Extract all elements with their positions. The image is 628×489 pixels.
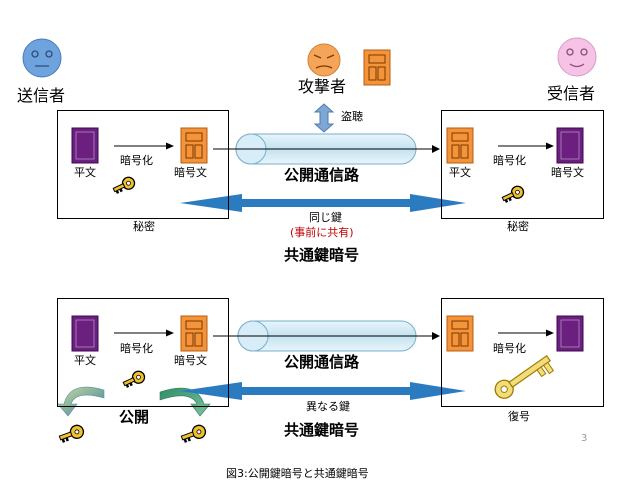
top-ciphertext-left-doc-icon <box>180 127 208 164</box>
bottom-encrypt-left-label: 暗号化 <box>120 342 153 355</box>
public-key-in-box-icon <box>122 370 146 388</box>
top-ciphertext-right-doc-icon <box>446 127 474 164</box>
top-plaintext-right-label: 平文 <box>449 166 471 179</box>
top-ciphertext-right-label: 暗号文 <box>551 166 584 179</box>
bottom-plaintext-right-doc-icon <box>556 315 584 352</box>
intercepted-document-icon <box>363 49 391 86</box>
top-encrypt-left-label: 暗号化 <box>120 154 153 167</box>
eavesdrop-label: 盗聴 <box>341 110 363 123</box>
page-number: 3 <box>581 433 588 444</box>
eavesdrop-arrow-icon <box>313 103 335 133</box>
top-plaintext-right-doc-icon <box>556 127 584 164</box>
secret-left-label: 秘密 <box>133 220 155 233</box>
different-key-double-arrow <box>180 382 466 400</box>
decrypt-label: 復号 <box>508 410 530 423</box>
receiver-box-top <box>441 110 604 219</box>
attacker-label: 攻撃者 <box>298 77 347 96</box>
different-key-label: 異なる鍵 <box>306 400 350 413</box>
sender-face-icon <box>22 38 62 78</box>
bottom-plaintext-left-doc-icon <box>71 315 99 352</box>
bottom-ciphertext-left-label: 暗号文 <box>174 354 207 367</box>
same-key-label: 同じ鍵 <box>309 211 342 224</box>
public-label: 公開 <box>119 408 150 426</box>
sender-box-top <box>57 110 229 219</box>
attacker-face-icon <box>307 43 341 77</box>
distribute-curve-left-icon <box>57 386 105 417</box>
pre-shared-label: (事前に共有) <box>290 226 354 239</box>
receiver-face-icon <box>557 37 597 77</box>
same-key-double-arrow <box>180 194 466 212</box>
receiver-box-bottom <box>441 298 604 407</box>
top-plaintext-left-doc-icon <box>71 127 99 164</box>
top-channel-label: 公開通信路 <box>284 166 360 184</box>
top-plaintext-left-label: 平文 <box>74 166 96 179</box>
distribute-curve-right-icon <box>159 387 211 417</box>
public-key-distributed-right-icon <box>180 424 207 443</box>
figure-caption: 図3:公開鍵暗号と共通鍵暗号 <box>226 467 369 480</box>
sender-box-bottom <box>57 298 229 407</box>
secret-key-right-icon <box>501 185 525 203</box>
top-encrypt-right-label: 暗号化 <box>493 154 526 167</box>
secret-key-left-icon <box>112 176 136 194</box>
sender-label: 送信者 <box>17 86 66 105</box>
bottom-ciphertext-right-doc-icon <box>446 315 474 352</box>
bottom-scheme-label: 共通鍵暗号 <box>284 421 360 439</box>
top-ciphertext-left-label: 暗号文 <box>174 166 207 179</box>
bottom-channel-label: 公開通信路 <box>284 353 360 371</box>
bottom-plaintext-left-label: 平文 <box>74 354 96 367</box>
bottom-ciphertext-left-doc-icon <box>180 315 208 352</box>
top-scheme-label: 共通鍵暗号 <box>284 246 360 264</box>
bottom-encrypt-right-label: 暗号化 <box>493 342 526 355</box>
secret-right-label: 秘密 <box>507 220 529 233</box>
public-key-distributed-left-icon <box>58 424 85 443</box>
receiver-label: 受信者 <box>547 84 596 103</box>
private-key-icon <box>494 354 555 399</box>
